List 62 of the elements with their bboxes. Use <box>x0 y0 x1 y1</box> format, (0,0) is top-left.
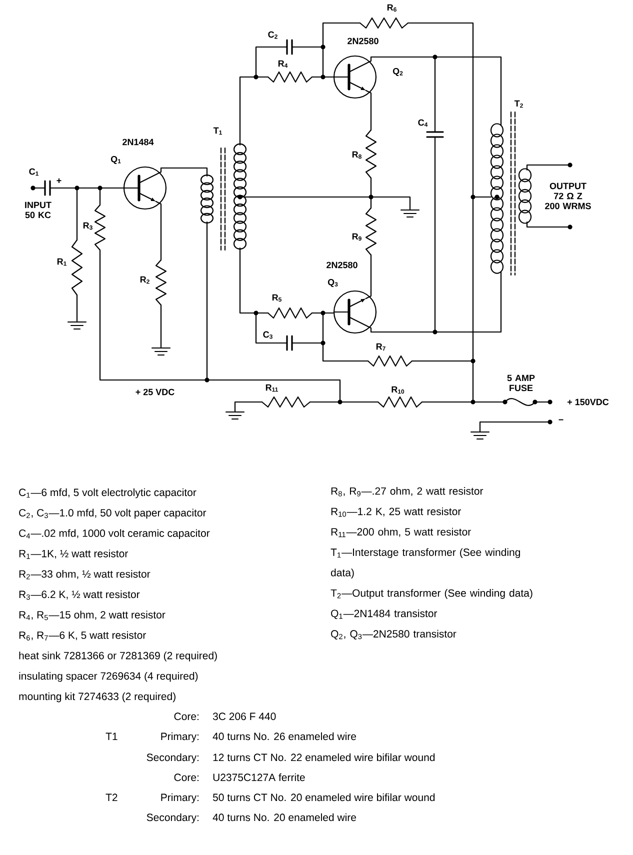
component-label: R$_{1}$ <box>57 258 66 266</box>
parts-list-item: Q$_{2}$, Q$_{3}$—2N2580 transistor <box>331 630 456 640</box>
component-label: + 25 VDC <box>136 388 174 396</box>
component-label: C$_{4}$ <box>418 119 428 127</box>
parts-list-item: insulating spacer 7269634 (4 required) <box>19 672 198 682</box>
winding-table-cell: U2375C127A ferrite <box>213 773 305 782</box>
parts-list-item: Q$_{1}$—2N1484 transistor <box>331 609 438 620</box>
component-label: R$_{4}$ <box>278 60 288 68</box>
component-label: 5 AMP FUSE <box>507 374 535 392</box>
winding-table-cell: Secondary: <box>146 813 198 824</box>
component-label: Q$_{1}$ <box>110 156 121 164</box>
winding-table-cell: Core: <box>174 712 198 720</box>
component-label: − <box>558 419 564 420</box>
component-label: R$_{7}$ <box>376 343 386 351</box>
component-label: R$_{9}$ <box>352 233 362 241</box>
component-label: T$_{2}$ <box>514 100 523 108</box>
parts-list-item: mounting kit 7274633 (2 required) <box>19 692 176 702</box>
winding-table-cell: T2 <box>106 794 118 801</box>
winding-table-cell: Primary: <box>161 732 198 742</box>
parts-list-item: R$_{8}$, R$_{9}$—.27 ohm, 2 watt resistor <box>331 487 484 496</box>
component-label: C$_{2}$ <box>268 31 278 39</box>
component-label: Q$_{3}$ <box>328 278 338 288</box>
component-label: R$_{5}$ <box>272 294 282 302</box>
component-label: R$_{6}$ <box>387 4 396 12</box>
winding-table-cell: Secondary: <box>146 753 198 764</box>
parts-list-item: C$_{1}$—6 mfd, 5 volt electrolytic capacitor <box>19 488 196 498</box>
parts-list-item: T$_{2}$—Output transformer (See winding data) <box>330 589 532 599</box>
component-label: T$_{1}$ <box>213 127 222 135</box>
component-label: R$_{10}$ <box>392 386 404 394</box>
parts-list-item: R$_{2}$—33 ohm, ½ watt resistor <box>19 570 150 580</box>
winding-table-cell: 50 turns CT No. 20 enameled wire bifilar wound <box>212 793 435 802</box>
parts-list-item: R$_{4}$, R$_{5}$—15 ohm, 2 watt resistor <box>19 610 166 620</box>
component-label: C$_{1}$ <box>29 168 38 176</box>
winding-table-cell: 3C 206 F 440 <box>212 712 276 720</box>
component-label: Q$_{2}$ <box>392 68 403 76</box>
winding-table-cell: 40 turns No. 26 enameled wire <box>212 732 356 740</box>
winding-table-cell: 40 turns No. 20 enameled wire <box>212 813 356 822</box>
parts-list-item: C$_{2}$, C$_{3}$—1.0 mfd, 50 volt paper capacitor <box>19 508 206 519</box>
component-label: 2N2580 <box>348 38 378 44</box>
component-label: + <box>56 178 62 183</box>
parts-list-item: heat sink 7281366 or 7281369 (2 required) <box>19 652 217 662</box>
parts-list-item: R$_{10}$—1.2 K, 25 watt resistor <box>331 507 461 517</box>
winding-table-cell: Core: <box>174 774 198 782</box>
component-label: 2N2580 <box>326 262 358 268</box>
winding-table-cell: T1 <box>106 732 118 740</box>
component-label: R$_{8}$ <box>352 151 362 159</box>
component-label: R$_{3}$ <box>83 222 92 230</box>
component-label: 2N1484 <box>122 138 154 146</box>
component-label: R$_{2}$ <box>140 276 150 284</box>
parts-list-item: R$_{6}$, R$_{7}$—6 K, 5 watt resistor <box>19 631 146 641</box>
component-label: R$_{11}$ <box>266 384 278 392</box>
parts-list-item: R$_{3}$—6.2 K, ½ watt resistor <box>19 590 140 600</box>
component-label: INPUT 50 KC <box>25 202 52 218</box>
component-label: C$_{3}$ <box>263 331 272 339</box>
parts-list-item: R$_{1}$—1K, ½ watt resistor <box>19 550 128 559</box>
parts-list-item: C$_{4}$—.02 mfd, 1000 volt ceramic capacitor <box>19 529 210 539</box>
winding-table-cell: Primary: <box>161 793 198 804</box>
component-label: + 150VDC <box>568 398 609 406</box>
winding-table-cell: 12 turns CT No. 22 enameled wire bifilar wound <box>213 753 435 762</box>
parts-list-item: R$_{11}$—200 ohm, 5 watt resistor <box>331 528 471 538</box>
parts-list-item: T$_{1}$—Interstage transformer (See winding data) <box>330 548 520 578</box>
component-label: OUTPUT 72 Ω Z 200 WRMS <box>545 182 591 210</box>
